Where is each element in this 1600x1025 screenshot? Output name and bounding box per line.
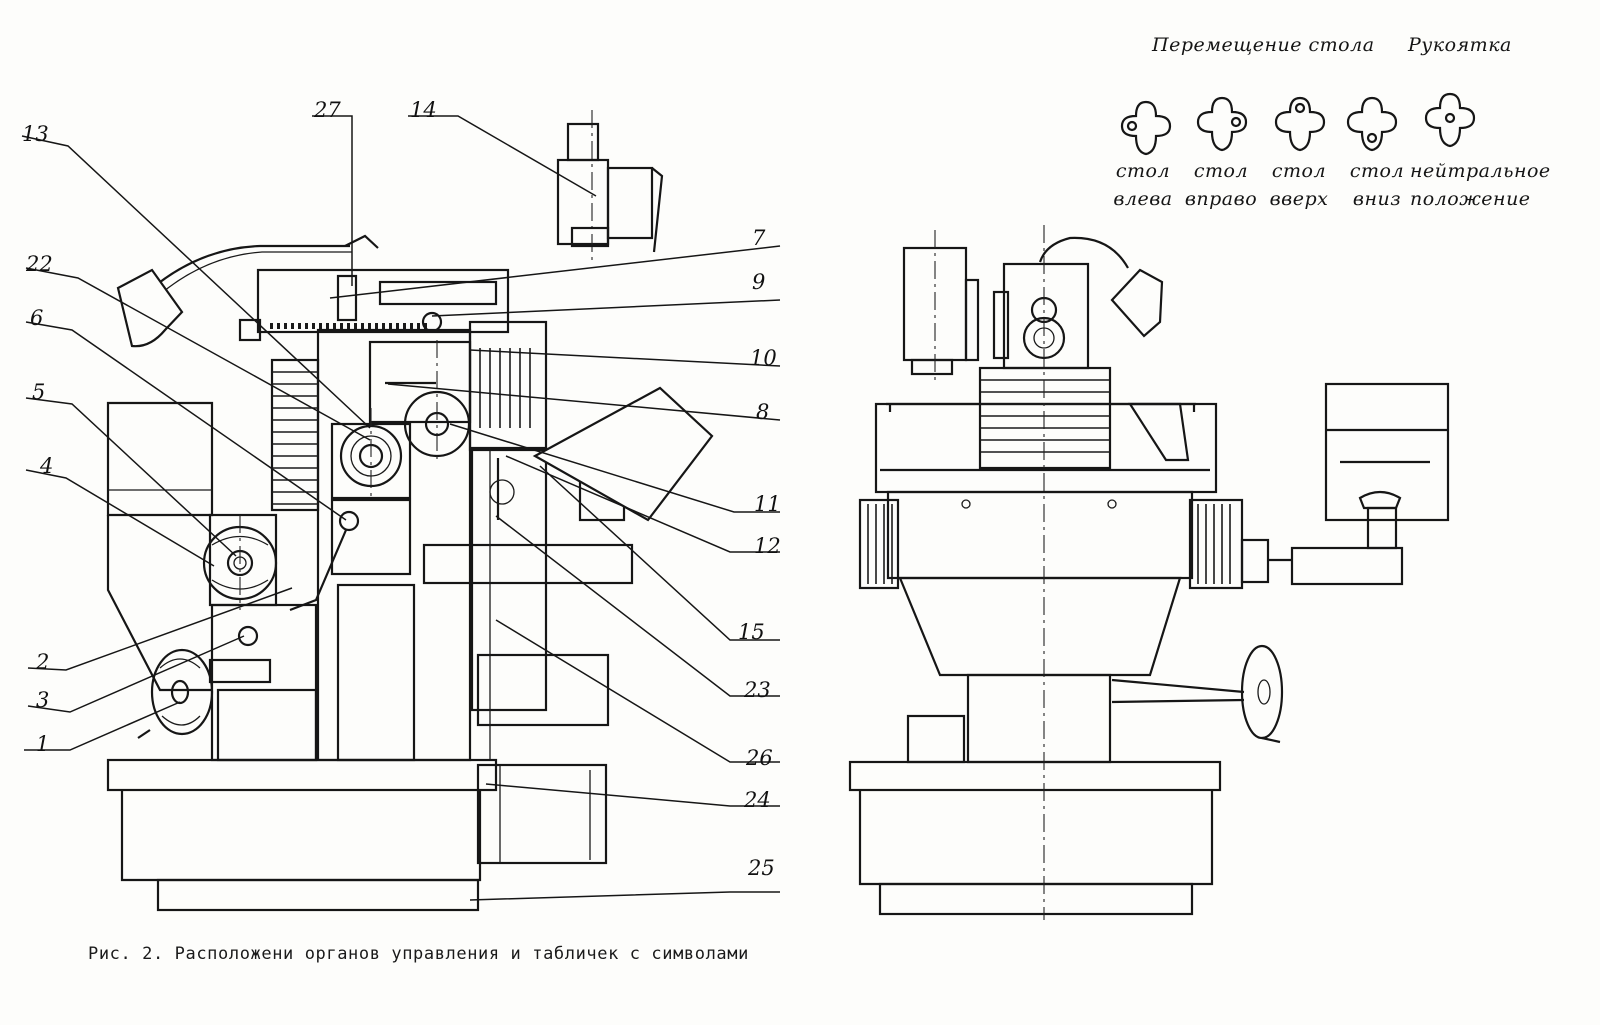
symbol-label-down-line2: вниз <box>1352 188 1402 210</box>
symbol-table-up <box>1274 96 1326 152</box>
symbol-neutral <box>1424 92 1476 148</box>
symbol-label-right-line1: стол <box>1193 160 1249 182</box>
symbol-label-left-line1: стол <box>1115 160 1171 182</box>
callout-7: 7 <box>752 226 766 250</box>
callout-10: 10 <box>750 346 777 370</box>
callout-27: 27 <box>314 98 341 122</box>
symbol-label-neutral-line2: положение <box>1410 188 1531 210</box>
symbol-table-left <box>1120 100 1172 156</box>
symbol-label-down: стол вниз <box>1332 160 1422 210</box>
front-view <box>106 110 714 912</box>
legend-symbols <box>1120 92 1476 156</box>
callout-9: 9 <box>752 270 766 294</box>
callout-1: 1 <box>36 732 50 756</box>
callout-2: 2 <box>36 650 50 674</box>
callout-23: 23 <box>744 678 771 702</box>
legend-header-movement: Перемещение стола <box>1152 34 1375 56</box>
symbol-label-left: стол влева <box>1098 160 1188 210</box>
callout-25: 25 <box>748 856 775 880</box>
symbol-label-right-line2: вправо <box>1184 188 1258 210</box>
symbol-label-left-line2: влева <box>1113 188 1173 210</box>
symbol-label-up-line1: стол <box>1271 160 1327 182</box>
callout-4: 4 <box>40 454 54 478</box>
symbol-table-down <box>1346 96 1398 152</box>
symbol-label-neutral: нейтральное положение <box>1410 160 1560 210</box>
symbol-label-down-line1: стол <box>1349 160 1405 182</box>
callout-26: 26 <box>746 746 773 770</box>
callout-15: 15 <box>738 620 765 644</box>
callout-leaders <box>21 115 781 901</box>
callout-11: 11 <box>754 492 781 516</box>
callout-5: 5 <box>32 380 46 404</box>
callout-3: 3 <box>36 688 50 712</box>
symbol-label-up: стол вверх <box>1254 160 1344 210</box>
callout-14: 14 <box>410 98 437 122</box>
figure-caption: Рис. 2. Расположени органов управления и… <box>88 944 749 964</box>
symbol-label-neutral-line1: нейтральное <box>1410 160 1551 182</box>
callout-6: 6 <box>30 306 44 330</box>
callout-12: 12 <box>754 534 781 558</box>
symbol-label-right: стол вправо <box>1176 160 1266 210</box>
legend-header-handle: Рукоятка <box>1408 34 1512 56</box>
callout-8: 8 <box>756 400 770 424</box>
callout-22: 22 <box>26 252 53 276</box>
callout-13: 13 <box>22 122 49 146</box>
symbol-table-right <box>1196 96 1248 152</box>
callout-24: 24 <box>744 788 771 812</box>
side-view <box>848 225 1450 920</box>
symbol-label-up-line2: вверх <box>1269 188 1329 210</box>
